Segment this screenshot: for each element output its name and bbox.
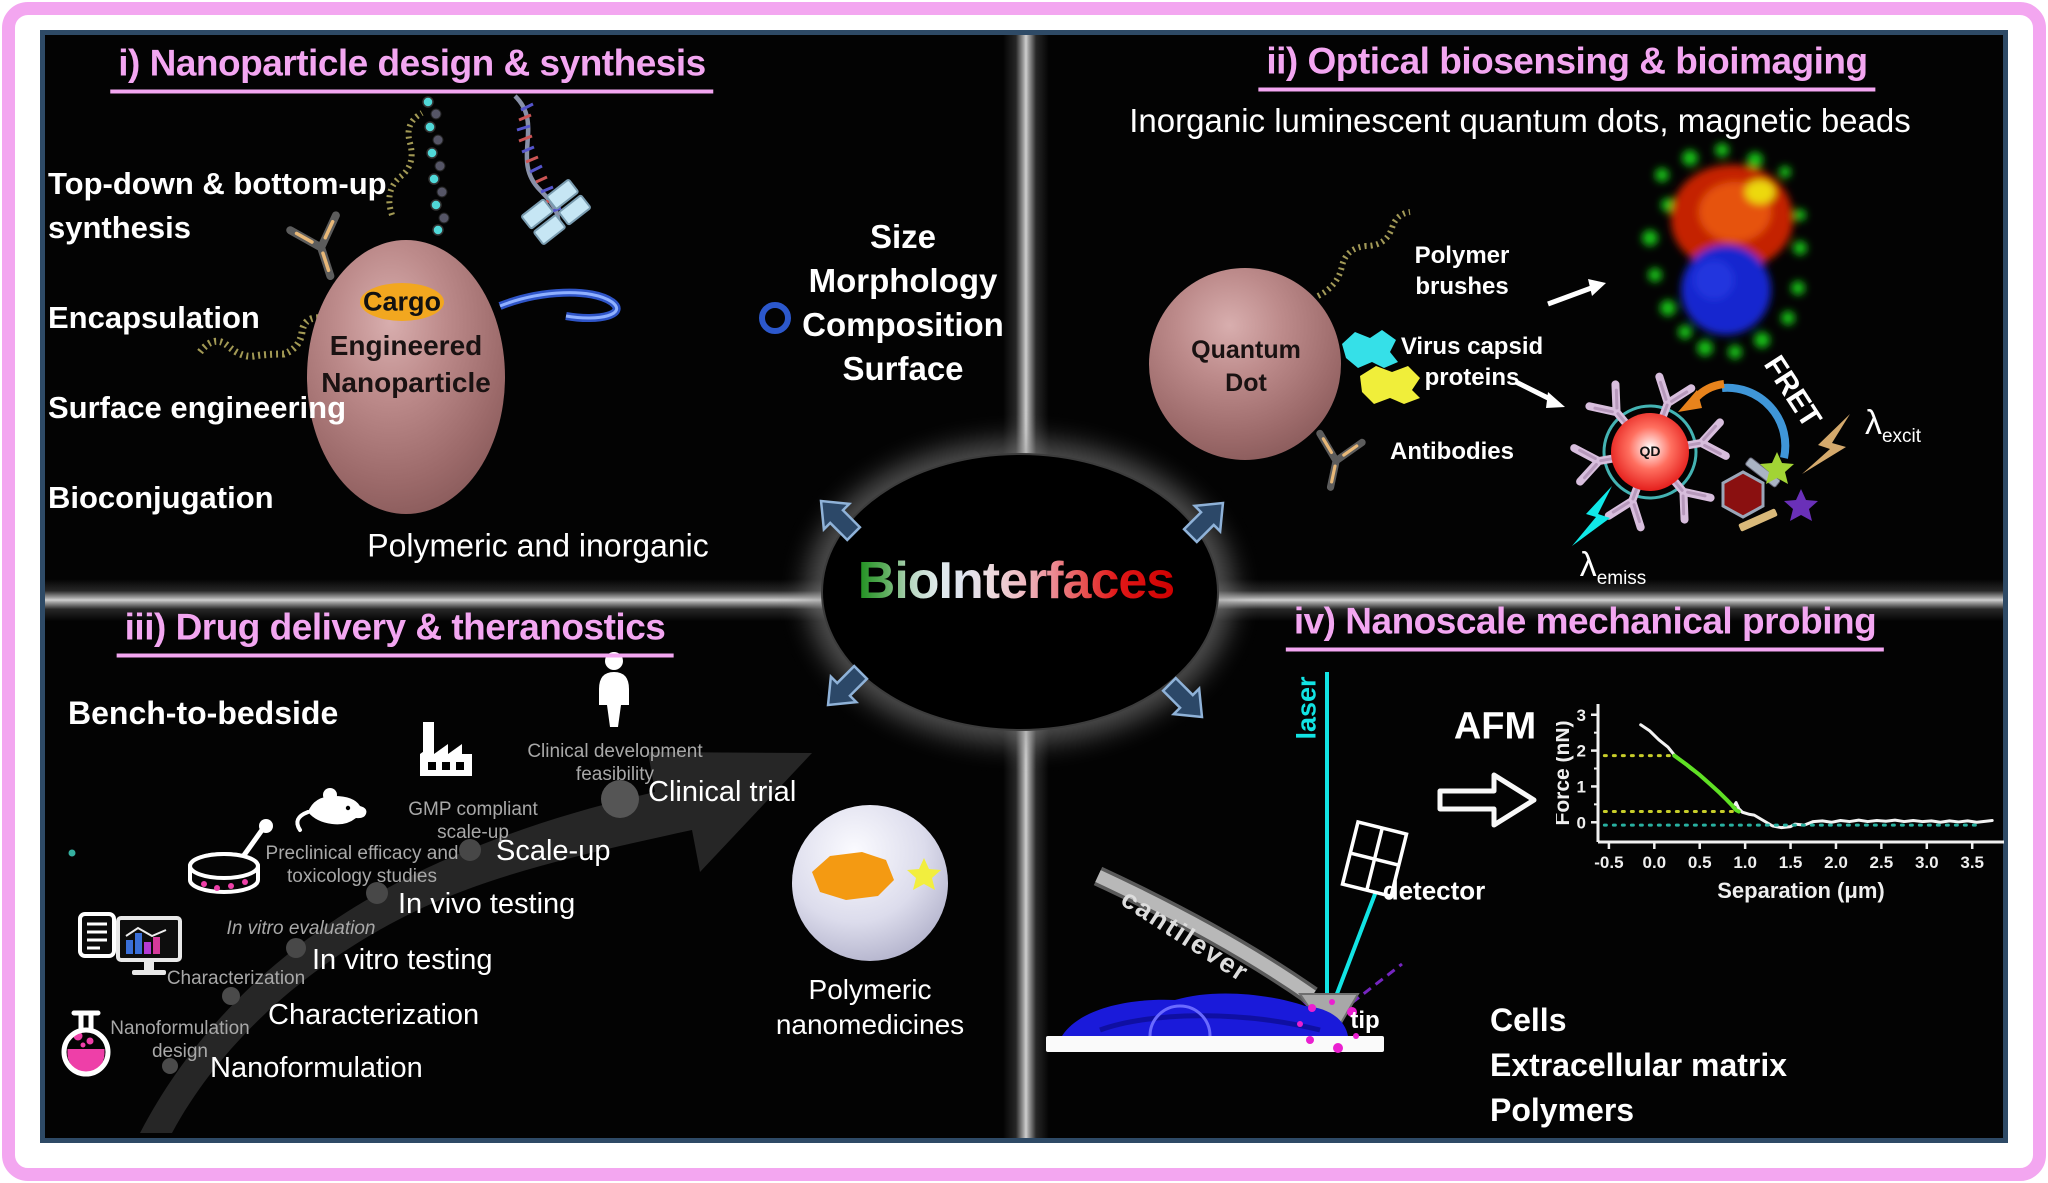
svg-text:-0.5: -0.5 [1594, 853, 1623, 872]
milestone-stage: Nanoformulation [210, 1052, 423, 1084]
lambda-symbol: λ [1864, 404, 1882, 443]
milestone-stage: Scale-up [496, 835, 611, 867]
q1-item-encapsulation: Encapsulation [48, 300, 260, 335]
svg-text:2: 2 [1577, 742, 1586, 761]
svg-text:3.5: 3.5 [1960, 853, 1984, 872]
lambda-excitation-label: λexcit [1865, 404, 1921, 448]
milestone-detail: Characterization [166, 968, 306, 989]
biointerfaces-logo: BioInterfaces [857, 552, 1175, 610]
laser-label: laser [1291, 676, 1322, 740]
svg-text:2.5: 2.5 [1870, 853, 1894, 872]
chart-series-elastic-fit-segment [1672, 753, 1741, 814]
q1-footer: Polymeric and inorganic [367, 527, 709, 564]
q1-properties-list: Size Morphology Composition Surface [802, 218, 1004, 387]
antibodies-label: Antibodies [1390, 438, 1514, 465]
svg-text:3: 3 [1577, 706, 1586, 725]
excit-subscript: excit [1881, 425, 1922, 447]
bench-to-bedside-heading: Bench-to-bedside [68, 695, 339, 731]
virus-capsid-label: Virus capsid proteins [1400, 333, 1544, 391]
svg-text:0.0: 0.0 [1642, 853, 1666, 872]
polymer-brushes-label: Polymer brushes [1414, 242, 1510, 300]
milestone-detail: Nanoformulation design [110, 1018, 250, 1062]
afm-label: AFM [1453, 705, 1537, 748]
quadrant4-title: iv) Nanoscale mechanical probing [1285, 601, 1885, 652]
milestone-stage: Characterization [268, 999, 480, 1031]
quadrant3-title: iii) Drug delivery & theranostics [116, 607, 674, 658]
cargo-label: Cargo [362, 286, 442, 317]
milestone-detail: GMP compliant scale-up [408, 799, 538, 843]
force-separation-chart: -0.5 0.0 0.5 1.0 1.5 2.0 2.5 3.0 3.5 0 1 2 3Separati… [1556, 704, 2004, 903]
chart-ylabel: Force (nN) [1556, 721, 1574, 826]
svg-text:1.5: 1.5 [1779, 853, 1803, 872]
quadrant2-title: ii) Optical biosensing & bioimaging [1258, 41, 1876, 92]
fret-qd-label: QD [1639, 443, 1661, 459]
milestone-stage: In vitro testing [312, 944, 493, 976]
svg-text:0: 0 [1577, 813, 1586, 832]
q1-item-topdown: Top-down & bottom-up synthesis [48, 166, 387, 245]
svg-text:0.5: 0.5 [1688, 853, 1712, 872]
emiss-subscript: emiss [1596, 567, 1647, 589]
q1-item-bioconjugation: Bioconjugation [48, 480, 274, 515]
milestone-stage: Clinical trial [648, 776, 797, 808]
q4-materials-list: Cells Extracellular matrix Polymers [1490, 1002, 1788, 1128]
svg-text:1: 1 [1577, 777, 1586, 796]
milestone-stage: In vivo testing [398, 888, 576, 920]
lambda-emission-label: λemiss [1580, 546, 1647, 590]
quadrant1-title: i) Nanoparticle design & synthesis [110, 43, 714, 94]
svg-text:2.0: 2.0 [1824, 853, 1848, 872]
tip-label: tip [1350, 1007, 1380, 1034]
milestone-detail: Clinical development feasibility [527, 741, 703, 785]
detector-label: detector [1382, 875, 1486, 906]
quantum-dot-label: Quantum Dot [1191, 336, 1301, 397]
q2-subtitle: Inorganic luminescent quantum dots, magn… [1129, 102, 1911, 139]
lambda-symbol: λ [1579, 546, 1597, 585]
svg-text:3.0: 3.0 [1915, 853, 1939, 872]
q1-item-surface-engineering: Surface engineering [48, 390, 347, 425]
milestone-detail: In vitro evaluation [226, 918, 376, 939]
polymeric-nanomedicines-label: Polymeric nanomedicines [775, 974, 965, 1040]
engineered-nanoparticle-label: Engineered Nanoparticle [321, 330, 491, 398]
milestone-detail: Preclinical efficacy and toxicology stud… [265, 843, 459, 887]
svg-text:1.0: 1.0 [1733, 853, 1757, 872]
chart-xlabel: Separation (μm) [1717, 878, 1884, 903]
